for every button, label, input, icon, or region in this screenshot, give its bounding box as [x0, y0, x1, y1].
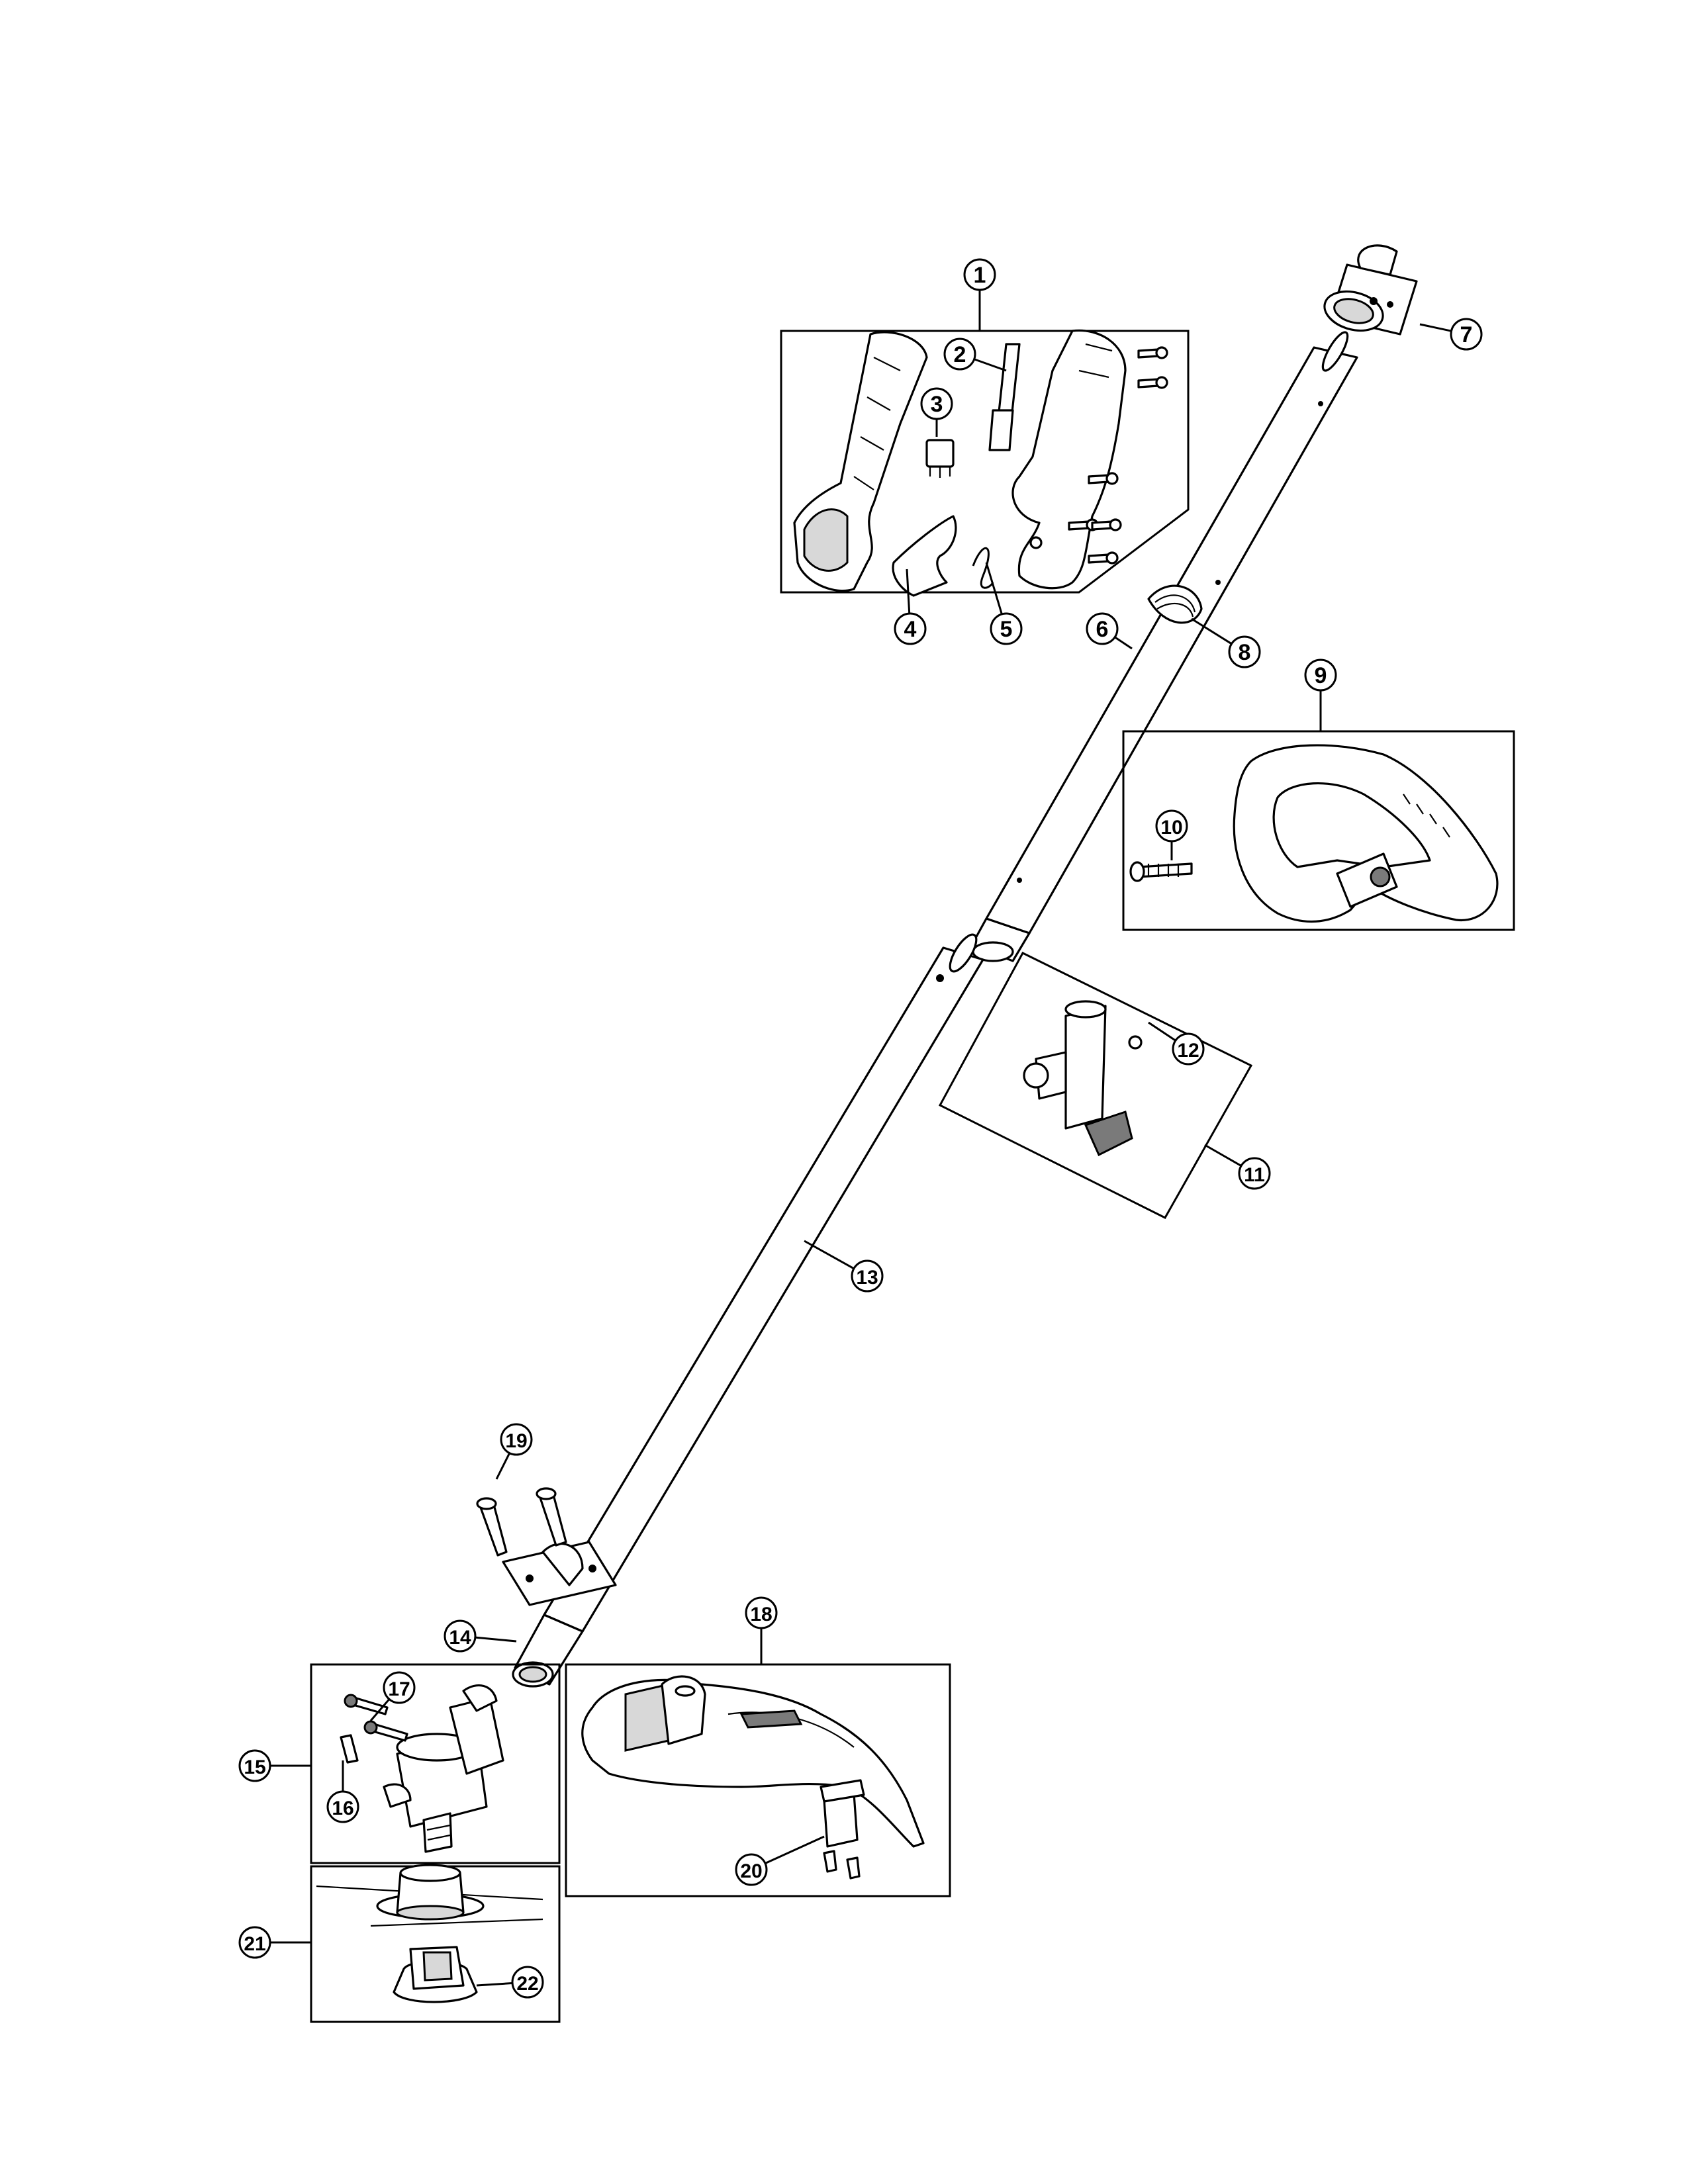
callout-number: 8: [1239, 640, 1251, 665]
callout-circle: [238, 1749, 271, 1782]
upper-shaft: [970, 331, 1358, 962]
callout-circle: [1450, 318, 1483, 351]
callout-circle: [444, 1619, 477, 1653]
callout-9: 9: [1304, 659, 1337, 692]
leader-line-11: [1204, 1144, 1242, 1167]
guard-box: [565, 1663, 951, 1897]
callout-circle: [1238, 1157, 1271, 1190]
shaft-end-cap: [1323, 244, 1418, 336]
callout-6: 6: [1086, 612, 1119, 645]
leader-line-5: [985, 562, 1003, 615]
trimmer-head-box: [310, 1864, 561, 2023]
callout-number: 1: [974, 263, 986, 288]
leader-line-14: [475, 1636, 517, 1643]
leader-line-17: [369, 1698, 391, 1721]
callout-number: 18: [750, 1604, 772, 1625]
callout-circle: [500, 1423, 533, 1456]
callout-circle: [1155, 809, 1188, 842]
callout-circle: [851, 1259, 884, 1293]
shaft-clip: [1147, 584, 1203, 624]
callout-14: 14: [444, 1619, 477, 1653]
callout-number: 21: [244, 1933, 265, 1955]
leader-line-6: [1114, 636, 1133, 650]
callout-circle: [1086, 612, 1119, 645]
callout-12: 12: [1172, 1032, 1205, 1066]
callout-number: 3: [931, 392, 943, 417]
callout-10: 10: [1155, 809, 1188, 842]
leader-line-13: [804, 1240, 855, 1270]
callout-circle: [1172, 1032, 1205, 1066]
callout-19: 19: [500, 1423, 533, 1456]
callout-number: 16: [332, 1797, 353, 1819]
callout-number: 11: [1244, 1164, 1265, 1186]
callout-11: 11: [1238, 1157, 1271, 1190]
callout-8: 8: [1228, 635, 1261, 668]
leader-line-2: [974, 358, 1007, 372]
lower-shaft: [512, 933, 984, 1688]
callout-number: 19: [505, 1430, 527, 1452]
callout-1: 1: [963, 258, 996, 291]
leader-line-20: [765, 1835, 825, 1864]
callout-number: 22: [516, 1973, 538, 1995]
callout-22: 22: [511, 1966, 544, 1999]
callout-number: 15: [244, 1756, 265, 1778]
callout-number: 12: [1177, 1040, 1199, 1062]
coupler-box: [938, 952, 1253, 1219]
callout-number: 10: [1160, 817, 1182, 839]
leader-line-19: [495, 1452, 511, 1480]
leader-line-8: [1191, 617, 1233, 645]
gearhead-box: [310, 1663, 561, 1864]
callout-20: 20: [735, 1853, 768, 1886]
callout-number: 13: [856, 1267, 878, 1289]
callout-circle: [894, 612, 927, 645]
callout-16: 16: [326, 1790, 359, 1823]
assist-handle-box: [1122, 730, 1515, 931]
callout-5: 5: [990, 612, 1023, 645]
leader-line-12: [1148, 1021, 1176, 1042]
callout-4: 4: [894, 612, 927, 645]
leader-line-7: [1419, 323, 1452, 332]
callout-circle: [990, 612, 1023, 645]
callout-13: 13: [851, 1259, 884, 1293]
callout-15: 15: [238, 1749, 271, 1782]
shield-bracket: [502, 1541, 617, 1606]
callout-7: 7: [1450, 318, 1483, 351]
callout-21: 21: [238, 1926, 271, 1959]
housing-screws: [1068, 346, 1168, 565]
callout-circle: [238, 1926, 271, 1959]
callout-circle: [326, 1790, 359, 1823]
callout-number: 20: [740, 1860, 762, 1882]
callout-circle: [383, 1671, 416, 1704]
callout-circle: [745, 1596, 778, 1629]
callout-leaders: [270, 290, 1452, 1987]
callout-circle: [963, 258, 996, 291]
callout-circle: [735, 1853, 768, 1886]
callout-number: 2: [954, 342, 966, 367]
callout-number: 5: [1000, 617, 1013, 642]
callout-circle: [920, 387, 953, 420]
callout-18: 18: [745, 1596, 778, 1629]
callout-3: 3: [920, 387, 953, 420]
callout-circle: [1228, 635, 1261, 668]
callout-number: 9: [1315, 663, 1327, 688]
callout-2: 2: [943, 338, 976, 371]
callout-circle: [1304, 659, 1337, 692]
callout-number: 7: [1460, 322, 1473, 347]
callout-17: 17: [383, 1671, 416, 1704]
housing-box: [780, 329, 1190, 597]
callout-number: 6: [1096, 617, 1109, 642]
callout-number: 17: [388, 1678, 410, 1700]
callout-number: 4: [904, 617, 917, 642]
leader-line-22: [476, 1981, 513, 1987]
callout-circle: [943, 338, 976, 371]
callout-number: 14: [449, 1627, 471, 1649]
bracket-screws: [476, 1487, 567, 1557]
callout-circle: [511, 1966, 544, 1999]
leader-line-4: [906, 569, 911, 614]
